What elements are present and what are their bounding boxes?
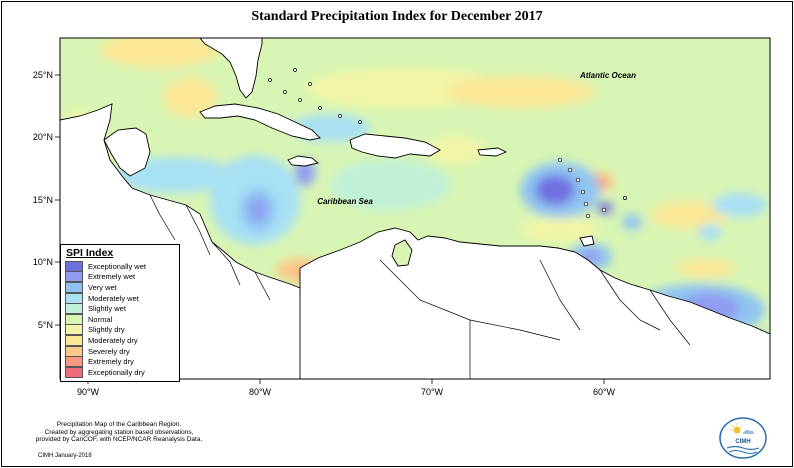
small-islands [268, 68, 627, 219]
legend-swatch [65, 345, 83, 357]
spi-legend: SPI Index Exceptionally wet Extremely we… [60, 244, 180, 382]
legend-label: Moderately dry [88, 335, 138, 345]
trinidad [579, 235, 595, 247]
cuba [199, 103, 321, 141]
legend-title: SPI Index [66, 247, 114, 259]
legend-swatch [65, 334, 83, 346]
map-title: Standard Precipitation Index for Decembe… [251, 9, 543, 24]
caption-line-1: Precipitation Map of the Caribbean Regio… [56, 421, 182, 428]
lat-tick-10n: 10°N [33, 257, 53, 267]
legend-swatch [65, 271, 83, 283]
puerto-rico [477, 147, 508, 157]
lat-tick-20n: 20°N [33, 132, 53, 142]
south-america [299, 227, 770, 379]
credit-text: CIMH January-2018 [38, 453, 92, 459]
lon-tick-60w: 60°W [593, 387, 616, 397]
legend-label: Slightly dry [88, 325, 125, 335]
caption-line-3: provided by CariCOF, with NCEP/NCAR Rean… [35, 436, 203, 444]
sun-icon [733, 426, 741, 434]
legend-swatch [65, 292, 83, 304]
legend-item: Extremely dry [65, 356, 175, 368]
wave-icon [726, 445, 760, 451]
legend-swatch [65, 260, 83, 272]
legend-rows: Exceptionally wet Extremely wet Very wet… [65, 260, 175, 378]
legend-label: Normal [88, 314, 113, 324]
lon-tick-70w: 70°W [421, 387, 444, 397]
cimh-logo: CIMH [719, 417, 767, 459]
legend-item: Very wet [65, 281, 175, 293]
legend-swatch [65, 366, 83, 378]
atlantic-ocean-label: Atlantic Ocean [579, 71, 636, 80]
legend-label: Exceptionally dry [88, 367, 145, 377]
lake-maracaibo [391, 239, 413, 267]
yucatan [103, 127, 151, 177]
wave-icon-2 [728, 450, 758, 454]
map-caption: Precipitation Map of the Caribbean Regio… [5, 421, 233, 444]
legend-item: Exceptionally wet [65, 260, 175, 272]
legend-item: Severely dry [65, 345, 175, 357]
lat-tick-15n: 15°N [33, 195, 53, 205]
legend-label: Severely dry [88, 346, 130, 356]
legend-item: Normal [65, 313, 175, 325]
tick-marks [55, 74, 605, 384]
legend-item: Slightly wet [65, 303, 175, 315]
caption-line-2: Created by aggregating station based obs… [44, 428, 194, 436]
legend-swatch [65, 281, 83, 293]
florida [199, 38, 263, 99]
legend-label: Exceptionally wet [88, 261, 146, 271]
logo-ring [719, 417, 767, 459]
lon-tick-90w: 90°W [77, 387, 100, 397]
lat-tick-25n: 25°N [33, 70, 53, 80]
legend-item: Extremely wet [65, 271, 175, 283]
legend-label: Slightly wet [88, 304, 126, 314]
cloud-icon [743, 429, 754, 434]
jamaica [287, 155, 319, 167]
legend-item: Moderately wet [65, 292, 175, 304]
caribbean-sea-label: Caribbean Sea [317, 197, 373, 206]
lat-tick-5n: 5°N [38, 320, 53, 330]
legend-swatch [65, 356, 83, 368]
legend-item: Exceptionally dry [65, 366, 175, 378]
country-borders [149, 194, 691, 379]
legend-label: Extremely wet [88, 272, 136, 282]
map-border [59, 37, 771, 380]
hispaniola [349, 133, 441, 159]
lon-tick-80w: 80°W [249, 387, 272, 397]
legend-item: Slightly dry [65, 324, 175, 336]
legend-swatch [65, 313, 83, 325]
legend-swatch [65, 303, 83, 315]
legend-label: Extremely dry [88, 357, 134, 367]
logo-text: CIMH [735, 439, 750, 445]
legend-item: Moderately dry [65, 334, 175, 346]
legend-swatch [65, 324, 83, 336]
sun-rays-icon [730, 423, 743, 431]
legend-label: Very wet [88, 282, 117, 292]
legend-label: Moderately wet [88, 293, 139, 303]
